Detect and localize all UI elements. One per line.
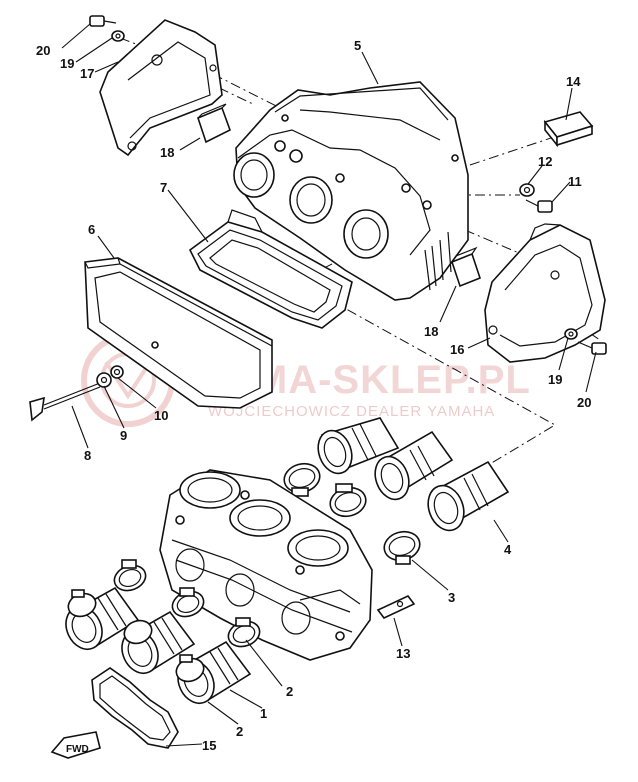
part-5-air-cleaner-case: [233, 81, 469, 301]
callout-8: 8: [84, 448, 91, 463]
callout-3: 3: [448, 590, 455, 605]
part-10-grommet: [110, 365, 124, 379]
callout-19-upper: 19: [60, 56, 74, 71]
part-6-case-cap: [84, 257, 273, 409]
callout-7: 7: [160, 180, 167, 195]
callout-19-lower: 19: [548, 372, 562, 387]
callout-5: 5: [354, 38, 361, 53]
part-18-damper-lower: [451, 246, 481, 288]
fwd-arrow-icon: FWD: [50, 731, 101, 759]
callout-2-lower: 2: [236, 724, 243, 739]
callout-labels: 20 19 17 5 14 18 12 11 7 6 18 16 19 20 8…: [36, 38, 591, 753]
callout-9: 9: [120, 428, 127, 443]
part-7-filter-element: [188, 209, 353, 329]
callout-6: 6: [88, 222, 95, 237]
part-15-gasket: [91, 667, 179, 749]
part-20-bolt-upper: [89, 15, 117, 27]
callout-20-upper: 20: [36, 43, 50, 58]
part-19-washer-lower: [564, 328, 578, 340]
callout-4: 4: [504, 542, 512, 557]
watermark-subtitle: WOJCIECHOWICZ DEALER YAMAHA: [208, 403, 495, 420]
part-18-damper-upper: [197, 103, 231, 144]
callout-18-lower: 18: [424, 324, 438, 339]
callout-11: 11: [568, 174, 582, 189]
part-11-bolt: [525, 199, 553, 213]
callout-16: 16: [450, 342, 464, 357]
callout-13: 13: [396, 646, 410, 661]
callout-15: 15: [202, 738, 216, 753]
part-14-damper-block: [543, 111, 594, 148]
part-4-intake-joints: [317, 417, 510, 532]
callout-18-upper: 18: [160, 145, 174, 160]
fwd-label: FWD: [66, 744, 89, 755]
callout-17: 17: [80, 66, 94, 81]
callout-2-right: 2: [286, 684, 293, 699]
joint-b: [374, 430, 454, 501]
carburetor-assembly: [159, 469, 373, 661]
part-9-washer: [96, 372, 112, 388]
part-20-bolt-lower: [577, 341, 607, 355]
part-12-washer: [519, 183, 535, 197]
callout-10: 10: [154, 408, 168, 423]
part-16-right-cover: [484, 223, 606, 363]
joint-c: [427, 460, 510, 532]
part-17-left-cover: [99, 19, 223, 157]
part-2-joint-clamps: [67, 559, 261, 683]
part-19-washer-upper: [111, 30, 125, 42]
joint-a: [317, 417, 400, 475]
callout-12: 12: [538, 154, 552, 169]
part-1-carb-joints: [65, 586, 252, 704]
callout-14: 14: [566, 74, 581, 89]
part-13-holder: [376, 595, 416, 619]
part-8-wing-bolt: [29, 382, 101, 422]
callout-20-lower: 20: [577, 395, 591, 410]
part-3-clamps: [283, 462, 421, 565]
callout-1: 1: [260, 706, 267, 721]
leader-lines: [61, 23, 597, 747]
